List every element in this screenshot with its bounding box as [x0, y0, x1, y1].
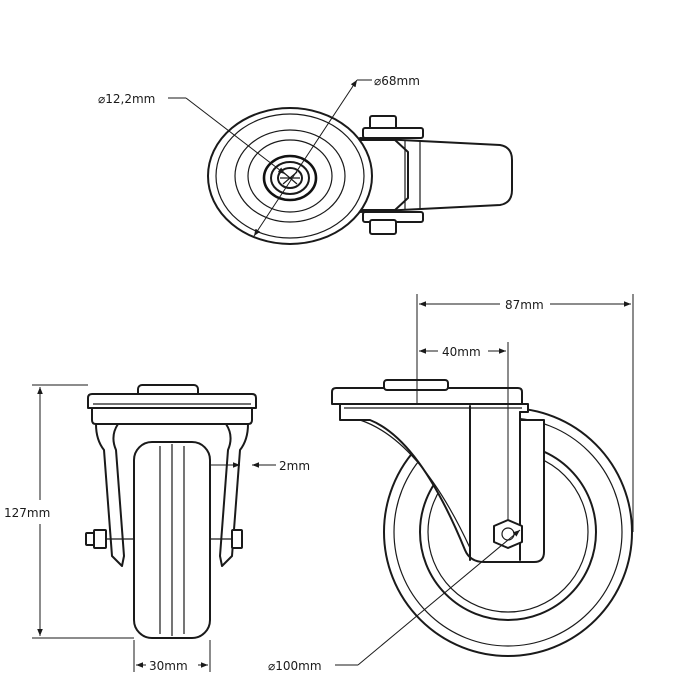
side-view [331, 379, 633, 657]
dim-height: 127mm [4, 384, 134, 639]
dim-wheel-width-label: 30mm [149, 659, 188, 673]
dim-wheel-diameter-label: ⌀100mm [268, 659, 322, 673]
top-view-bolt-bottom [369, 219, 397, 235]
side-view-plate [331, 387, 523, 405]
front-view [85, 384, 257, 639]
top-view [207, 107, 513, 245]
dim-offset-label: 40mm [442, 345, 481, 359]
top-view-fork-body [359, 137, 513, 213]
side-view-fork [339, 403, 545, 563]
dim-plate-thickness: 2mm [210, 459, 310, 473]
dim-plate-diameter-label: ⌀68mm [374, 74, 420, 88]
top-view-plate [207, 107, 373, 245]
dim-axle-diameter-label: ⌀12,2mm [98, 92, 155, 106]
side-view-axle-nut [493, 519, 523, 549]
dim-wheel-diameter: ⌀100mm [268, 529, 521, 673]
dim-offset: 40mm [419, 342, 509, 520]
dim-total-depth: 87mm [416, 294, 634, 532]
dim-total-depth-label: 87mm [505, 298, 544, 312]
front-view-fork-right [219, 423, 249, 567]
front-view-axle-nut [93, 529, 107, 549]
dim-plate-diameter: ⌀68mm [253, 74, 420, 237]
front-view-plate [87, 393, 257, 409]
dim-plate-thickness-label: 2mm [279, 459, 310, 473]
dim-wheel-width: 30mm [133, 640, 211, 673]
dim-axle-diameter: ⌀12,2mm [98, 92, 286, 175]
front-view-fork-left [95, 423, 125, 567]
dim-height-label: 127mm [4, 506, 50, 520]
